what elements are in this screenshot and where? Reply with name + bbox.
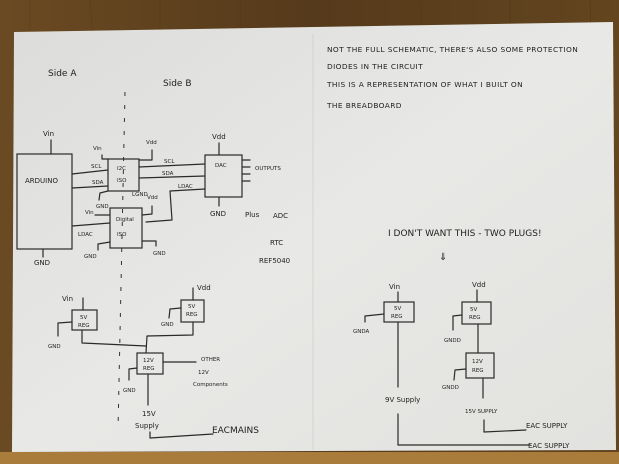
9v-supply-label: 9V Supply — [385, 396, 420, 404]
side-a-label: Side A — [48, 69, 77, 79]
down-arrow-icon: ⇓ — [439, 252, 447, 263]
reg-label-bottom: REG — [78, 323, 90, 329]
reg-label-top: 12V — [143, 358, 154, 364]
reg-label-top: 5V — [188, 304, 195, 310]
right-5v-regulator-a: 5V REG Vin GNDA — [353, 283, 415, 335]
dac-block: DAC Vdd GND OUTPUTS SCL SDA LDAC — [138, 133, 281, 223]
digital-iso-vin-label: Vin — [85, 210, 94, 216]
wire — [81, 329, 147, 347]
reg-vdd-label: Vdd — [472, 281, 486, 289]
reg-label-bottom: REG — [391, 314, 403, 320]
ldac-label-left: LDAC — [78, 232, 93, 238]
two-plugs-note: I DON'T WANT THIS - TWO PLUGS! — [388, 229, 542, 239]
reg-label-bottom: REG — [143, 366, 155, 372]
supply-voltage-label: 15V — [142, 410, 156, 418]
plus-label: Plus — [245, 211, 260, 219]
i2c-iso-vin-label: Vin — [93, 146, 102, 152]
sda-label-right: SDA — [162, 171, 174, 177]
reg-gnda-label: GNDA — [353, 329, 370, 335]
left-5v-regulator-b: 5V REG Vdd GND — [161, 284, 211, 328]
reg-gndd-label: GNDD — [442, 385, 459, 391]
other-components-label: Components — [193, 382, 228, 388]
i2c-iso-label-top: I2C — [117, 166, 126, 172]
sda-label-left: SDA — [92, 180, 104, 186]
wire — [145, 321, 194, 354]
note-line-2: DIODES IN THE CIRCUIT — [327, 62, 423, 71]
digital-iso-gnd-a-label: GND — [84, 254, 97, 260]
ac-supply-label-1: EAC SUPPLY — [526, 422, 568, 430]
arduino-block: ARDUINO Vin GND — [16, 130, 73, 267]
reg-gndd-label: GNDD — [444, 338, 461, 344]
supply-label: Supply — [135, 422, 159, 430]
left-5v-regulator-a: 5V REG Vin GND — [48, 295, 98, 350]
digital-iso-gnd-b-label: GND — [153, 251, 166, 257]
note-line-1: NOT THE FULL SCHEMATIC, THERE'S ALSO SOM… — [327, 45, 578, 54]
note-line-4: THE BREADBOARD — [326, 101, 402, 110]
digital-iso-label-top: Digital — [116, 217, 134, 223]
reg-label-top: 5V — [470, 307, 477, 313]
reg-gnd-label: GND — [161, 322, 174, 328]
reg-label-bottom: REG — [186, 312, 198, 318]
wire — [397, 413, 531, 446]
reg-label-bottom: REG — [469, 315, 481, 321]
dac-outputs-label: OUTPUTS — [255, 166, 281, 172]
note-line-3: THIS IS A REPRESENTATION OF WHAT I BUILT… — [326, 80, 523, 89]
i2c-isolator-block: I2C ISO Vin Vdd GND LGND SCL SDA — [71, 140, 157, 210]
reg-label-top: 5V — [80, 315, 87, 321]
reg-label-bottom: REG — [472, 368, 484, 374]
reg-gnd-label: GND — [123, 388, 136, 394]
arduino-vin-label: Vin — [43, 130, 54, 138]
other-label: OTHER — [201, 357, 220, 363]
arduino-gnd-label: GND — [34, 259, 50, 267]
i2c-iso-gnd-label: GND — [96, 204, 109, 210]
reg-vin-label: Vin — [62, 295, 73, 303]
wood-grain — [29, 0, 592, 31]
right-12v-regulator: 12V REG GNDD — [442, 352, 495, 391]
ac-supply-label-2: EAC SUPPLY — [528, 442, 570, 450]
additional-components-list: ADC RTC REF5040 Plus — [245, 211, 290, 265]
scl-label-left: SCL — [91, 164, 102, 170]
reg-vdd-label: Vdd — [197, 284, 211, 292]
i2c-iso-label-bottom: ISO — [117, 178, 127, 184]
table-front-edge — [0, 452, 619, 464]
i2c-iso-lgnd-label: LGND — [132, 192, 148, 198]
wire — [483, 419, 527, 433]
digital-iso-vdd-label: Vdd — [147, 195, 158, 201]
digital-isolator-block: Digital ISO Vin Vdd LDAC GND GND — [71, 195, 166, 260]
other-12v-label: 12V — [198, 370, 209, 376]
15v-supply-label: 15V SUPPLY — [465, 409, 498, 415]
dac-label: DAC — [215, 163, 227, 169]
plus-ref5040: REF5040 — [259, 257, 290, 265]
left-12v-regulator: 12V REG GND OTHER 12V Components — [123, 352, 228, 394]
arduino-label: ARDUINO — [25, 177, 58, 185]
wire — [149, 431, 214, 439]
dac-vdd-label: Vdd — [212, 133, 226, 141]
ldac-label-right: LDAC — [178, 184, 193, 190]
dac-gnd-label: GND — [210, 210, 226, 218]
plus-rtc: RTC — [270, 239, 283, 247]
isolation-barrier-line — [117, 91, 126, 431]
i2c-iso-vdd-label: Vdd — [146, 140, 157, 146]
reg-label-top: 12V — [472, 359, 483, 365]
reg-vin-label: Vin — [389, 283, 400, 291]
side-b-label: Side B — [163, 79, 192, 89]
notes-text: NOT THE FULL SCHEMATIC, THERE'S ALSO SOM… — [326, 45, 578, 110]
reg-gnd-label: GND — [48, 344, 61, 350]
right-5v-regulator-b: 5V REG Vdd GNDD — [444, 281, 492, 344]
digital-iso-label-bottom: ISO — [117, 232, 127, 238]
reg-label-top: 5V — [394, 306, 401, 312]
scl-label-right: SCL — [164, 159, 175, 165]
paper-sheet — [12, 22, 616, 452]
plus-adc: ADC — [273, 212, 288, 220]
ac-mains-label: EACMAINS — [212, 426, 259, 436]
